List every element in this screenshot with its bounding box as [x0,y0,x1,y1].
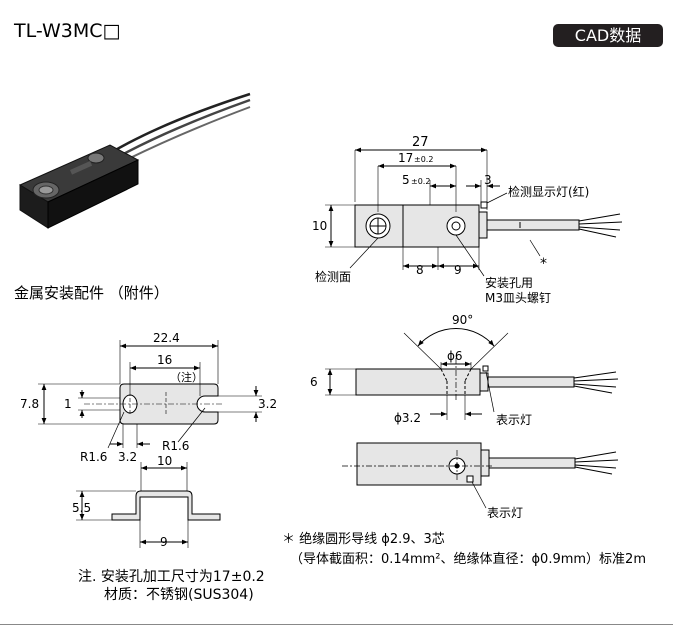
dim-bracket-bottom: 3.2 [118,450,137,464]
bracket-side-view [76,462,221,548]
dim-hole-pitch: 17 [398,151,413,165]
dim-hole-dia: ϕ6 [447,349,463,363]
sensor-side-view [325,328,619,420]
sensor-back-view [342,442,619,509]
bottom-rule [0,624,673,625]
dim-radius-right: R1.6 [162,439,189,453]
dim-radius-left: R1.6 [80,450,107,464]
sensor-top-view [325,147,623,277]
note-line2: 材质：不锈钢(SUS304) [104,587,254,603]
side-cable [487,376,575,388]
dim-hole-small: ϕ3.2 [394,411,421,425]
sensor-neck [478,211,488,239]
sensor-side-labels: 90° ϕ6 6 ϕ3.2 表示灯 [310,313,532,427]
bracket-profile [111,490,221,521]
sensor-photo [18,92,251,229]
dim-bracket-width: 22.4 [153,331,180,345]
cad-data-badge[interactable]: CAD数据 [553,24,663,47]
bracket-top-labels: 22.4 16 （注） 7.8 1 3.2 R1.6 3.2 R1.6 [20,331,277,464]
mounting-hole [446,216,466,236]
dim-hole-offset: 5 [402,173,410,187]
bracket-heading: 金属安装配件 （附件） [14,284,169,302]
dim-led-gap: 3 [484,173,492,187]
sensor-top-labels: 27 17 ±0.2 5 ±0.2 3 10 8 9 检测显示灯(红) 检测面 … [312,135,589,305]
bracket-side-labels: 10 5.5 9 [72,454,172,549]
label-led: 检测显示灯(红) [508,184,589,199]
product-title: TL-W3MC□ [14,20,121,42]
note-marker: （注） [170,370,203,384]
note-line1: 注. 安装孔加工尺寸为17±0.2 [78,569,265,585]
dim-bracket-3-2: 3.2 [258,397,277,411]
label-sensing-face: 检测面 [315,269,351,284]
dim-hole-offset-tol: ±0.2 [411,177,430,186]
dim-bracket-1: 1 [64,397,72,411]
dim-bracket-9: 9 [160,535,168,549]
bracket-top-view [38,340,262,449]
cable-note-line2: （导体截面积：0.14mm²、绝缘体直径：ϕ0.9mm）标准2m [290,552,646,567]
dim-9: 9 [454,263,462,277]
dim-height: 10 [312,219,327,233]
dim-8: 8 [416,263,424,277]
cable-asterisk: * [540,256,547,272]
dim-hole-pitch-tol: ±0.2 [414,155,433,164]
angle-90: 90° [452,313,473,327]
label-mounting-hole-2: M3皿头螺钉 [485,291,551,305]
dim-bracket-10: 10 [157,454,172,468]
cable [486,219,580,231]
dim-bracket-5-5: 5.5 [72,501,91,515]
label-back-indicator: 表示灯 [487,506,523,520]
led-indicator [480,201,488,209]
dim-side-height: 6 [310,375,318,389]
label-mounting-hole-1: 安装孔用 [485,275,533,290]
label-side-indicator: 表示灯 [496,413,532,427]
dim-length: 27 [412,135,429,150]
cable-note-line1: ＊ 绝缘圆形导线 ϕ2.9、3芯 [282,532,445,547]
dim-bracket-pitch: 16 [157,353,172,367]
dim-bracket-height: 7.8 [20,397,39,411]
side-body [355,368,481,396]
